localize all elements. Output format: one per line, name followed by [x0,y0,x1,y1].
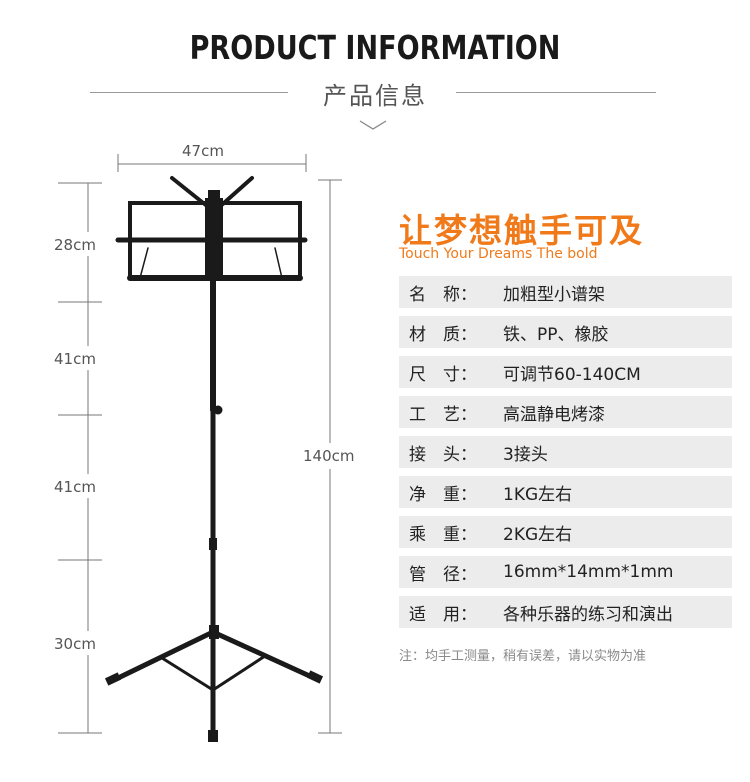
slogan-subtitle: Touch Your Dreams The bold [399,246,598,262]
measurement-note: 注：均手工测量，稍有误差，请以实物为准 [399,649,647,664]
spec-value: 高温静电烤漆 [503,404,605,425]
spec-value: 可调节60-140CM [503,364,641,385]
segment-label-3: 41cm [54,478,96,496]
spec-row-size: 尺 寸： 可调节60-140CM [399,356,732,388]
spec-key: 材 质： [409,324,477,345]
spec-key: 尺 寸： [409,364,477,385]
spec-row-usage: 适 用： 各种乐器的练习和演出 [399,596,732,628]
segment-label-2: 41cm [54,350,96,368]
music-stand-illustration [104,176,324,742]
chevron-down-icon [359,120,387,130]
spec-key: 适 用： [409,604,477,625]
divider-left [90,92,288,93]
spec-value: 2KG左右 [503,524,573,545]
spec-row-tube: 管 径： 16mm*14mm*1mm [399,556,732,588]
spec-value: 铁、PP、橡胶 [503,324,609,345]
spec-key: 工 艺： [409,404,477,425]
slogan-title: 让梦想触手可及 [399,211,644,250]
spec-value: 各种乐器的练习和演出 [503,604,673,625]
page-subtitle: 产品信息 [323,82,427,110]
spec-key: 接 头： [409,444,477,465]
spec-key: 名 称： [409,284,477,305]
dimension-lines [58,154,342,734]
spec-row-joints: 接 头： 3接头 [399,436,732,468]
spec-key: 乘 重： [409,524,477,545]
spec-key: 净 重： [409,484,477,505]
spec-key: 管 径： [409,564,477,585]
segment-label-1: 28cm [54,236,96,254]
spec-row-material: 材 质： 铁、PP、橡胶 [399,316,732,348]
spec-value: 3接头 [503,444,548,465]
spec-row-net-weight: 净 重： 1KG左右 [399,476,732,508]
segment-label-4: 30cm [54,635,96,653]
width-label: 47cm [182,142,224,160]
spec-row-load: 乘 重： 2KG左右 [399,516,732,548]
divider-right [456,92,656,93]
spec-value: 1KG左右 [503,484,573,505]
height-total-label: 140cm [303,447,355,465]
spec-row-process: 工 艺： 高温静电烤漆 [399,396,732,428]
spec-value: 加粗型小谱架 [503,284,605,305]
spec-row-name: 名 称： 加粗型小谱架 [399,276,732,308]
page-title: PRODUCT INFORMATION [189,28,561,67]
spec-value: 16mm*14mm*1mm [503,562,674,582]
